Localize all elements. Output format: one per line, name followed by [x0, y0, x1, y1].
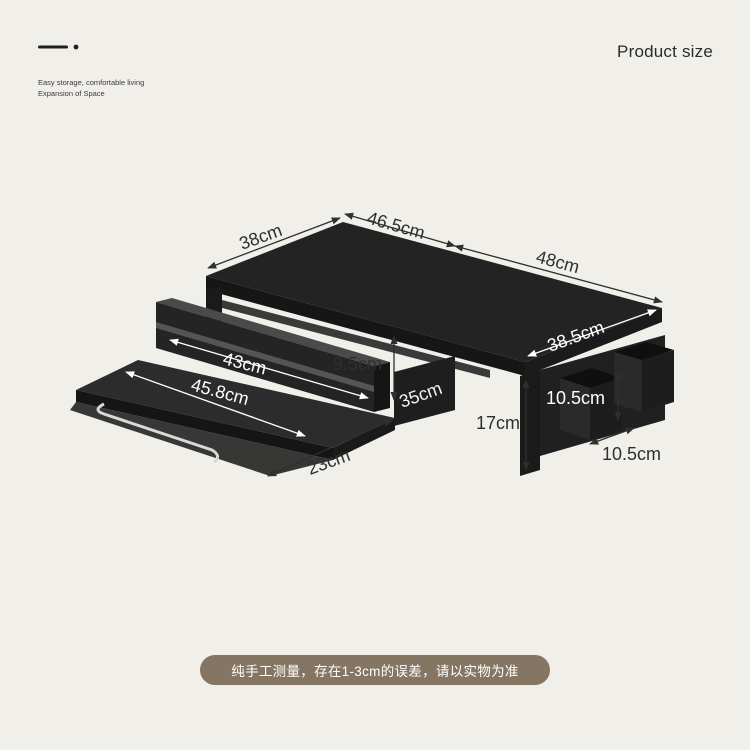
dim-label-cup-height: 10.5cm — [546, 388, 605, 408]
dim-label-leg-height: 17cm — [476, 413, 520, 433]
side-panel — [394, 356, 455, 426]
tagline-line-2: Expansion of Space — [38, 89, 105, 98]
logo-dash-icon — [38, 44, 79, 50]
tagline-line-1: Easy storage, comfortable living — [38, 78, 145, 87]
measurement-note-badge: 纯手工测量，存在1-3cm的误差，请以实物为准 — [200, 655, 550, 685]
dim-label-top-right-width: 48cm — [534, 247, 582, 278]
dim-label-cup-width: 10.5cm — [602, 444, 661, 464]
page-title: Product size — [617, 42, 713, 61]
tagline: Easy storage, comfortable living Expansi… — [38, 77, 144, 99]
pen-cup-back — [614, 342, 674, 412]
measurement-note-text: 纯手工测量，存在1-3cm的误差，请以实物为准 — [231, 664, 519, 679]
dim-label-drawer-height: 9.5cm — [333, 354, 382, 374]
